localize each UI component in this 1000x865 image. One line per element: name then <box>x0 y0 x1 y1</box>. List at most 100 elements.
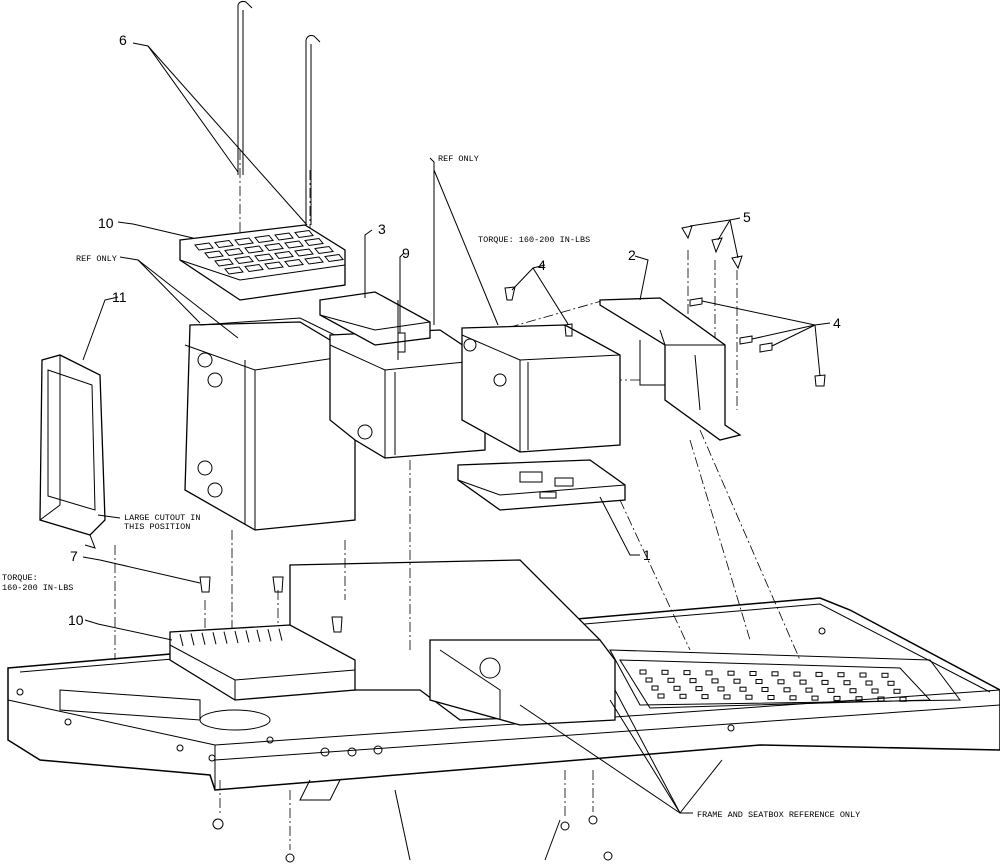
plate-hole <box>877 696 885 702</box>
plate-hole <box>739 686 747 692</box>
plate-hole <box>651 685 659 691</box>
tray-cell <box>264 242 284 252</box>
tray-cell <box>204 250 224 259</box>
plate-hole <box>683 670 691 676</box>
plate-hole <box>849 688 857 694</box>
plate-hole <box>899 696 907 702</box>
plate-hole <box>749 671 757 676</box>
callout-10-top: 10 <box>98 215 114 231</box>
tray-cell <box>234 237 254 246</box>
plate-hole <box>843 680 851 686</box>
plate-hole <box>833 695 841 701</box>
plate-hole <box>667 677 675 683</box>
tray-rib <box>212 632 217 645</box>
plate-hole <box>673 685 681 691</box>
tray-cell <box>224 266 244 275</box>
tray-rib <box>256 629 261 642</box>
tray-cell <box>244 263 264 273</box>
plate-hole <box>811 695 819 701</box>
plate-hole <box>859 672 867 678</box>
tray-rib <box>201 632 206 645</box>
callout-1: 1 <box>643 547 651 563</box>
note-ref-only-left: REF ONLY <box>76 254 117 264</box>
plate-hole <box>783 687 791 693</box>
tray-rib <box>223 631 228 644</box>
battery-base-plate <box>457 459 626 511</box>
plate-hole <box>887 680 895 686</box>
tray-cell <box>224 247 244 257</box>
note-cutout-1: LARGE CUTOUT IN <box>124 513 201 523</box>
callout-numbers: 6 10 3 9 11 4 2 5 4 1 7 10 <box>68 32 841 628</box>
callout-11: 11 <box>112 289 127 305</box>
frame-assembly <box>7 559 1000 863</box>
plate-hole <box>639 669 647 675</box>
plate-hole <box>679 693 687 699</box>
callout-2: 2 <box>628 247 636 263</box>
plate-hole <box>705 670 713 676</box>
tray-cell <box>304 256 324 265</box>
notes: REF ONLY REF ONLY TORQUE: 160-200 IN-LBS… <box>2 154 860 820</box>
tray-rib <box>179 633 184 647</box>
tray-rib <box>267 629 272 642</box>
plate-hole <box>837 672 845 678</box>
plate-hole <box>871 688 879 694</box>
plate-hole <box>893 688 901 694</box>
fasteners <box>199 225 826 633</box>
plate-hole <box>793 671 801 677</box>
battery-right <box>461 324 621 453</box>
battery-cover <box>39 354 106 549</box>
plate-hole <box>755 679 763 684</box>
tray-cell <box>194 242 214 251</box>
plate-hole <box>689 678 697 684</box>
battery-left <box>184 317 356 531</box>
tray-cell <box>284 258 304 268</box>
tray-cell <box>324 253 344 263</box>
plate-hole <box>881 672 889 678</box>
plate-hole <box>745 694 753 700</box>
plate-hole <box>711 678 719 684</box>
battery-tray-top <box>179 224 346 301</box>
plate-hole <box>701 694 709 700</box>
callout-4-right: 4 <box>833 315 841 331</box>
plate-hole <box>657 693 665 699</box>
tray-cell <box>274 232 294 241</box>
plate-hole <box>717 686 725 692</box>
tray-cell <box>234 255 254 265</box>
note-torque-left-2: 160-200 IN-LBS <box>2 583 73 593</box>
callout-5: 5 <box>743 209 751 225</box>
callout-4-center: 4 <box>538 257 546 273</box>
plate-hole <box>661 669 669 675</box>
plate-hole <box>767 695 775 700</box>
tray-cell <box>284 240 304 249</box>
plate-hole <box>733 678 741 684</box>
battery-tray-bottom <box>169 624 356 701</box>
plate-hole <box>855 696 863 702</box>
callout-10-bottom: 10 <box>68 612 84 628</box>
plate-hole <box>777 679 785 685</box>
hold-down-rods <box>237 0 321 225</box>
plate-hole <box>789 695 797 701</box>
plate-hole <box>645 677 653 683</box>
plate-hole <box>815 671 823 677</box>
tray-cell <box>214 239 234 249</box>
callout-9: 9 <box>402 245 410 261</box>
note-torque-top: TORQUE: 160-200 IN-LBS <box>478 235 590 245</box>
tray-cell <box>294 229 314 239</box>
tray-rib <box>190 633 195 646</box>
plate-hole <box>799 679 807 685</box>
note-cutout-2: THIS POSITION <box>124 522 190 532</box>
battery-middle <box>329 329 508 459</box>
plate-hole <box>723 694 731 700</box>
plate-hole <box>805 687 813 693</box>
leader-lines <box>82 42 831 814</box>
callout-3: 3 <box>378 221 386 237</box>
note-ref-only-top: REF ONLY <box>438 154 479 164</box>
tray-rib <box>245 630 250 643</box>
tray-cell <box>214 258 234 267</box>
tray-cell <box>274 250 294 260</box>
tray-rib <box>234 630 239 644</box>
plate-hole <box>865 680 873 686</box>
note-frame-ref: FRAME AND SEATBOX REFERENCE ONLY <box>697 810 860 820</box>
tray-cell <box>304 237 324 247</box>
